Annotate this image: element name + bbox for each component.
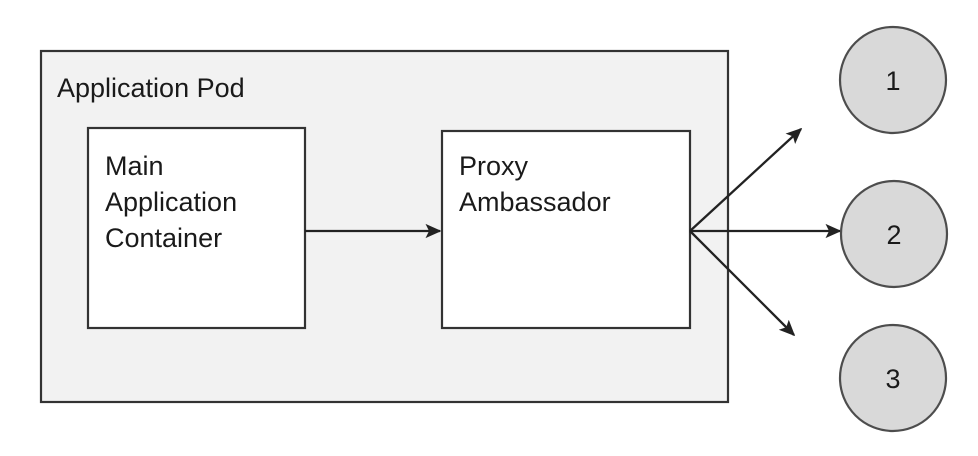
node-circle-3-label: 3 [885,364,900,394]
main-application-container-line-1: Main [105,151,164,181]
main-application-container-box [86,126,307,330]
node-circle-2 [839,179,949,289]
node-circle-1 [838,25,948,135]
main-application-container-line-2: Application [105,187,237,217]
proxy-ambassador-box [440,129,692,330]
proxy-ambassador-line-1: Proxy [459,151,529,181]
proxy-ambassador-line-2: Ambassador [459,187,611,217]
node-circle-2-label: 2 [886,220,901,250]
node-circle-3 [838,323,948,433]
edge-proxy-to-node-3 [689,230,796,337]
application-pod-label: Application Pod [57,73,245,103]
node-circle-1-label: 1 [885,66,900,96]
main-application-container-line-3: Container [105,223,222,253]
edge-proxy-to-node-1 [689,127,803,232]
